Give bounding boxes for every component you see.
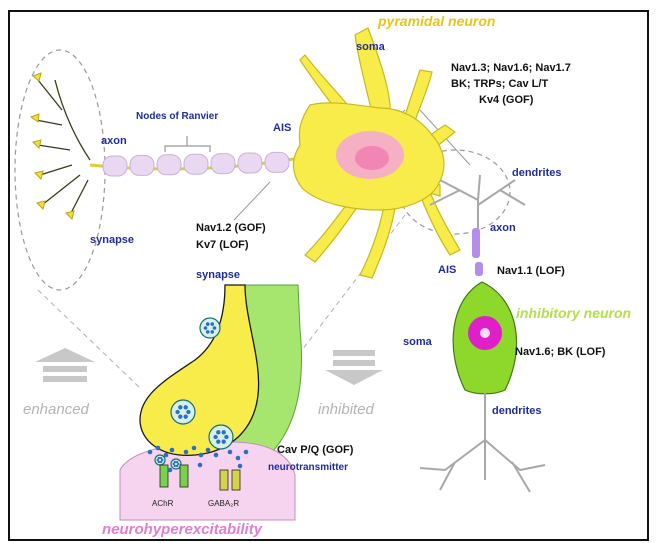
axon-terminals — [36, 80, 90, 215]
nodes-of-ranvier-label: Nodes of Ranvier — [136, 112, 218, 122]
vesicle — [171, 400, 195, 424]
neurotransmitter-dot — [168, 468, 173, 473]
neurotransmitter-dot — [198, 463, 203, 468]
vesicle — [155, 455, 165, 465]
neurotransmitter-dot — [164, 453, 169, 458]
dendrites-label-top: dendrites — [512, 168, 562, 179]
arrow-down-icon — [325, 350, 383, 385]
vesicle — [200, 318, 220, 338]
dendrites-label-bottom: dendrites — [492, 406, 542, 417]
pyramidal-neuron-title: pyramidal neuron — [378, 14, 495, 28]
neurotransmitter-dot — [156, 446, 161, 451]
neurotransmitter-dot — [214, 453, 219, 458]
neurotransmitter-dot — [238, 464, 243, 469]
neurotransmitter-dot — [192, 446, 197, 451]
nav11-label: Nav1.1 (LOF) — [497, 266, 565, 277]
soma-channels-line3: Kv4 (GOF) — [479, 95, 533, 106]
arrow-up-icon — [35, 348, 95, 382]
zoom-line-left — [38, 290, 140, 388]
soma-label-top: soma — [356, 42, 385, 53]
neurotransmitter-dot — [228, 450, 233, 455]
axon-callout-line — [234, 182, 270, 220]
soma-channels-line1: Nav1.3; Nav1.6; Nav1.7 — [451, 63, 571, 74]
ais-label-top: AIS — [273, 123, 291, 134]
axon-channels-line2: Kv7 (LOF) — [196, 240, 249, 251]
myelin-segment — [103, 156, 127, 176]
inhibited-label: inhibited — [318, 402, 374, 417]
myelin-segment — [238, 153, 262, 173]
cav-pq-label: Cav P/Q (GOF) — [277, 445, 353, 456]
presynaptic-terminal — [140, 285, 259, 455]
myelin-segment — [184, 154, 208, 174]
vesicle — [171, 459, 181, 469]
neurotransmitter-dot — [236, 456, 241, 461]
axon-channels-line1: Nav1.2 (GOF) — [196, 223, 266, 234]
synapse-zoom-outline — [15, 50, 105, 290]
neurotransmitter-dot — [199, 453, 204, 458]
myelin-segment — [130, 155, 154, 175]
neurotransmitter-label: neurotransmitter — [268, 463, 348, 473]
nodes-bracket — [165, 136, 210, 152]
synapse-label-center: synapse — [196, 270, 240, 281]
neurotransmitter-dot — [206, 448, 211, 453]
soma-channels-line2: BK; TRPs; Cav L/T — [451, 79, 548, 90]
ais-segment-upper — [472, 228, 480, 258]
enhanced-label: enhanced — [23, 402, 89, 417]
myelin-segment — [265, 152, 289, 172]
axon-label-left: axon — [101, 136, 127, 147]
neurotransmitter-dot — [148, 450, 153, 455]
neurotransmitter-dot — [184, 450, 189, 455]
vesicle — [209, 425, 233, 449]
ais-label-right: AIS — [438, 265, 456, 276]
gabab-label: GABA₂R — [208, 500, 239, 508]
nav16-bk-label: Nav1.6; BK (LOF) — [515, 347, 605, 358]
neurotransmitter-dot — [244, 450, 249, 455]
inhibitory-nucleolus — [480, 328, 490, 338]
synapse-label-left: synapse — [90, 235, 134, 246]
neurohyperexcitability-label: neurohyperexcitability — [102, 522, 262, 537]
ais-segment-lower — [475, 262, 483, 276]
myelin-segment — [211, 154, 235, 174]
axon-label-right: axon — [490, 223, 516, 234]
myelin-segments — [103, 152, 289, 176]
achr-label: AChR — [152, 500, 173, 508]
myelin-segment — [157, 155, 181, 175]
inhibitory-neuron-title: inhibitory neuron — [516, 306, 631, 320]
pyramidal-nucleolus — [355, 146, 389, 170]
soma-label-right: soma — [403, 337, 432, 348]
neurotransmitter-dot — [170, 448, 175, 453]
